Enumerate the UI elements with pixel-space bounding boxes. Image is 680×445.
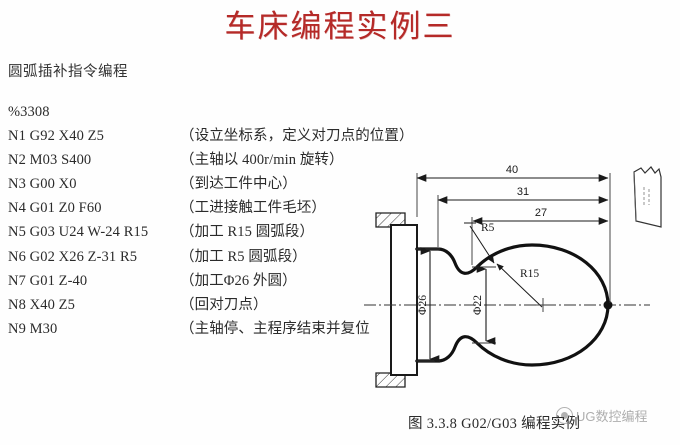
watermark-label: UG数控编程 xyxy=(576,408,648,424)
program-listing: %3308 N1 G92 X40 Z5 （设立坐标系，定义对刀点的位置） N2 … xyxy=(8,100,414,341)
program-code: N1 G92 X40 Z5 xyxy=(8,128,104,145)
program-code: N6 G02 X26 Z-31 R5 xyxy=(8,248,138,265)
profile-top xyxy=(415,243,610,307)
program-code: %3308 xyxy=(8,104,50,120)
dim-label-31: 31 xyxy=(517,186,529,198)
workpiece-flange xyxy=(390,224,418,376)
program-line: N5 G03 U24 W-24 R15 （加工 R15 圆弧段） xyxy=(8,220,408,244)
r5-leader xyxy=(469,225,495,264)
program-comment: （工进接触工件毛坯） xyxy=(180,200,326,217)
program-code: N4 G01 Z0 F60 xyxy=(8,200,102,217)
program-comment: （加工 R5 圆弧段） xyxy=(180,248,307,265)
program-line: N2 M03 S400 （主轴以 400r/min 旋转） xyxy=(8,148,408,172)
program-line: N7 G01 Z-40 （加工Φ26 外圆） xyxy=(8,269,408,293)
subtitle: 圆弧插补指令编程 xyxy=(8,64,128,80)
program-comment xyxy=(180,100,408,124)
program-comment: （回对刀点） xyxy=(180,296,268,313)
dim-label-27: 27 xyxy=(535,207,547,219)
program-code: N9 M30 xyxy=(8,320,58,337)
program-line: N9 M30 （主轴停、主程序结束并复位 xyxy=(8,317,408,341)
cutting-tool-icon xyxy=(633,166,662,228)
program-code: N5 G03 U24 W-24 R15 xyxy=(8,224,149,241)
program-line: N1 G92 X40 Z5 （设立坐标系，定义对刀点的位置） xyxy=(8,124,414,148)
dim-label-40: 40 xyxy=(506,164,518,176)
figure-caption: 图 3.3.8 G02/G03 编程实例 xyxy=(408,416,581,432)
program-comment: （主轴停、主程序结束并复位 xyxy=(180,320,370,337)
program-line: N3 G00 X0 （到达工件中心） xyxy=(8,172,408,196)
program-comment: （加工 R15 圆弧段） xyxy=(180,224,315,241)
dim-label-22: Φ22 xyxy=(472,295,484,315)
profile-bottom xyxy=(415,303,610,367)
page-title: 车床编程实例三 xyxy=(224,9,456,44)
tool-contact-point xyxy=(603,300,613,310)
program-code: N8 X40 Z5 xyxy=(8,296,75,313)
program-code: N2 M03 S400 xyxy=(8,152,92,169)
program-line: %3308 xyxy=(8,100,408,124)
program-comment: （到达工件中心） xyxy=(180,176,297,193)
technical-drawing: 40 31 27 R5 R15 Φ26 Φ22 xyxy=(360,155,680,405)
dim-label-26: Φ26 xyxy=(417,295,429,315)
program-line: N6 G02 X26 Z-31 R5 （加工 R5 圆弧段） xyxy=(8,245,408,269)
program-comment: （主轴以 400r/min 旋转） xyxy=(180,152,344,169)
program-comment: （加工Φ26 外圆） xyxy=(180,272,297,289)
program-line: N4 G01 Z0 F60 （工进接触工件毛坯） xyxy=(8,196,408,220)
r5-label: R5 xyxy=(481,222,495,234)
program-code: N7 G01 Z-40 xyxy=(8,272,88,289)
r15-leader xyxy=(496,263,543,308)
program-comment: （设立坐标系，定义对刀点的位置） xyxy=(180,128,414,145)
r15-label: R15 xyxy=(520,268,539,280)
program-code: N3 G00 X0 xyxy=(8,176,77,193)
program-line: N8 X40 Z5 （回对刀点） xyxy=(8,293,408,317)
